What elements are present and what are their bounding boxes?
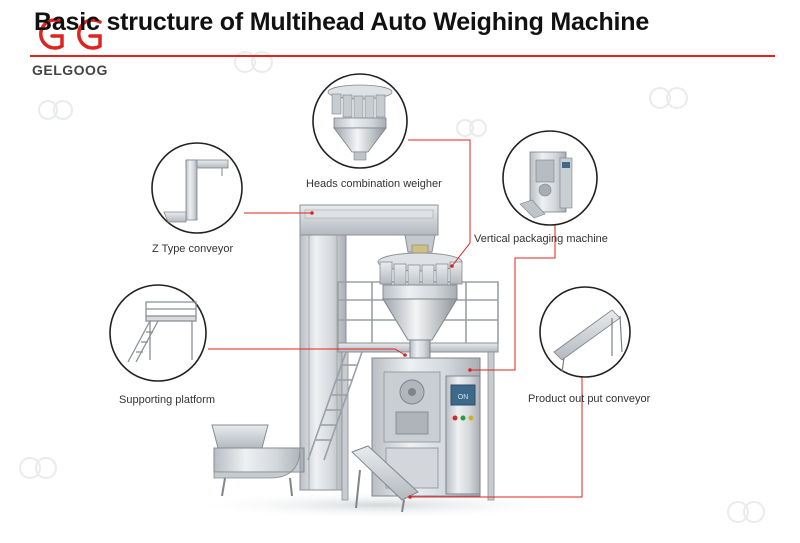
label-product-output-conveyor: Product out put conveyor	[528, 393, 651, 405]
callout-vertical-packaging	[502, 130, 598, 226]
leader-dot	[310, 211, 314, 215]
output-conveyor	[351, 445, 419, 513]
multihead-weigher	[377, 244, 463, 363]
gelgoog-logo-icon	[39, 18, 102, 50]
packaging-machine-body: ON	[371, 357, 481, 497]
callout-heads-weigher	[312, 73, 408, 169]
callout-supporting-platform	[109, 284, 207, 382]
leader-supporting-platform	[208, 348, 406, 356]
watermark-logo	[456, 119, 487, 137]
watermark-group	[19, 51, 765, 523]
leader-dot	[403, 353, 407, 357]
platform-ladder	[307, 351, 363, 461]
watermark-logo	[234, 51, 273, 73]
leader-dot	[450, 264, 454, 268]
leader-heads-weigher	[408, 139, 471, 267]
watermark-logo	[649, 87, 688, 109]
callout-z-conveyor	[151, 142, 243, 234]
label-vertical-packaging-machine: Vertical packaging machine	[474, 233, 608, 245]
watermark-logo	[38, 100, 73, 120]
main-machine: ON	[211, 204, 499, 513]
watermark-logo	[19, 457, 57, 479]
leader-output-conveyor	[410, 372, 583, 498]
label-heads-combination-weigher: Heads combination weigher	[306, 178, 442, 190]
feed-hopper	[211, 424, 269, 449]
callout-lines	[208, 139, 583, 498]
z-conveyor-column	[299, 221, 347, 491]
panel-display-text: ON	[458, 394, 469, 401]
leader-dot	[408, 495, 412, 499]
packaging-machine-icon	[519, 151, 573, 219]
output-conveyor-icon	[553, 309, 623, 373]
z-conveyor-icon	[163, 159, 229, 223]
leader-vertical-packaging	[470, 216, 556, 371]
page-title: Basic structure of Multihead Auto Weighi…	[34, 8, 650, 36]
logo-text: GELGOOG	[32, 62, 108, 78]
callout-output-conveyor	[539, 286, 631, 378]
weigher-icon	[327, 84, 393, 161]
floor-shadow	[190, 491, 570, 519]
platform-icon	[127, 301, 197, 363]
leader-dot	[468, 368, 472, 372]
z-conveyor-top	[299, 204, 439, 236]
label-z-type-conveyor: Z Type conveyor	[152, 243, 234, 255]
watermark-logo	[727, 501, 765, 523]
touch-screen	[450, 384, 476, 406]
label-supporting-platform: Supporting platform	[119, 394, 215, 406]
